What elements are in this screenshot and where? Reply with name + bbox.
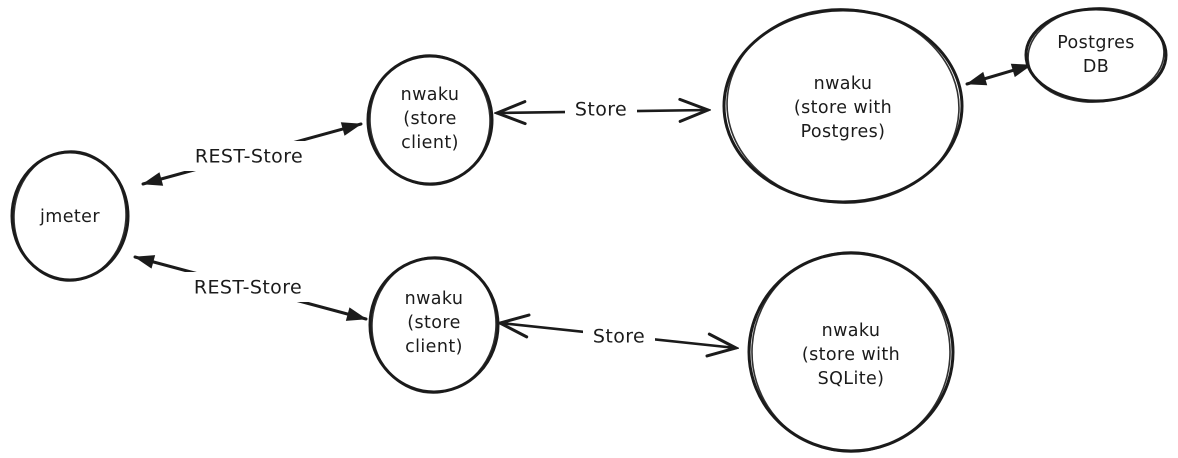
- node-store-postgres-label: nwaku: [814, 74, 873, 94]
- node-store-client-bottom-label: client): [405, 337, 463, 357]
- edge-store-bottom-label: Store: [593, 326, 645, 348]
- node-store-postgres: nwaku (store with Postgres): [722, 8, 964, 204]
- node-store-sqlite-ellipse: [747, 251, 955, 453]
- node-postgres-db-ellipse: [1024, 7, 1168, 103]
- edge-rest-store-bottom: REST-Store: [133, 255, 368, 321]
- node-store-postgres-ellipse: [722, 8, 964, 204]
- node-postgres-db: Postgres DB: [1024, 7, 1168, 103]
- node-store-postgres-label: Postgres): [801, 122, 886, 142]
- node-store-client-top-ellipse: [366, 54, 494, 186]
- node-jmeter-ellipse: [10, 150, 130, 282]
- node-store-client-top-label: (store: [403, 109, 457, 129]
- node-store-client-top: nwaku (store client): [366, 54, 494, 186]
- edge-store-bottom: Store: [500, 322, 736, 350]
- node-postgres-db-label: DB: [1083, 57, 1109, 77]
- node-jmeter: jmeter: [10, 150, 130, 282]
- node-postgres-db-ellipse-sketch: [1027, 7, 1165, 103]
- edge-store-bottom-label-bg: [583, 322, 655, 350]
- node-store-postgres-label: (store with: [794, 98, 892, 118]
- node-jmeter-label: jmeter: [39, 207, 100, 227]
- node-store-postgres-ellipse-sketch: [726, 8, 960, 204]
- edge-rest-store-bottom-label: REST-Store: [194, 277, 302, 299]
- node-store-client-bottom: nwaku (store client): [368, 256, 500, 394]
- node-store-client-bottom-ellipse: [368, 256, 500, 394]
- node-store-sqlite: nwaku (store with SQLite): [747, 251, 955, 453]
- node-store-sqlite-label: (store with: [802, 345, 900, 365]
- node-jmeter-ellipse-sketch: [13, 150, 127, 282]
- edge-store-top-label: Store: [575, 99, 627, 121]
- node-store-sqlite-label: SQLite): [818, 369, 885, 389]
- edge-store-top: Store: [497, 95, 708, 123]
- edge-store-top-label-bg: [565, 95, 637, 123]
- edge-rest-store-top-label: REST-Store: [195, 146, 303, 168]
- node-store-sqlite-label: nwaku: [822, 321, 881, 341]
- node-store-client-top-label: client): [401, 133, 459, 153]
- edge-rest-store-top: REST-Store: [141, 122, 363, 186]
- node-postgres-db-label: Postgres: [1057, 33, 1135, 53]
- edge-postgres-db-link: [965, 63, 1033, 86]
- node-store-client-top-ellipse-sketch: [369, 54, 491, 186]
- node-store-sqlite-ellipse-sketch: [751, 251, 951, 453]
- node-store-client-bottom-label: (store: [407, 313, 461, 333]
- edge-rest-store-bottom-label-bg: [182, 272, 314, 302]
- edge-rest-store-top-label-bg: [183, 141, 315, 171]
- edge-postgres-db-link-line: [965, 63, 1033, 86]
- node-store-client-bottom-ellipse-sketch: [371, 256, 497, 394]
- node-store-client-top-label: nwaku: [401, 85, 460, 105]
- node-store-client-bottom-label: nwaku: [405, 289, 464, 309]
